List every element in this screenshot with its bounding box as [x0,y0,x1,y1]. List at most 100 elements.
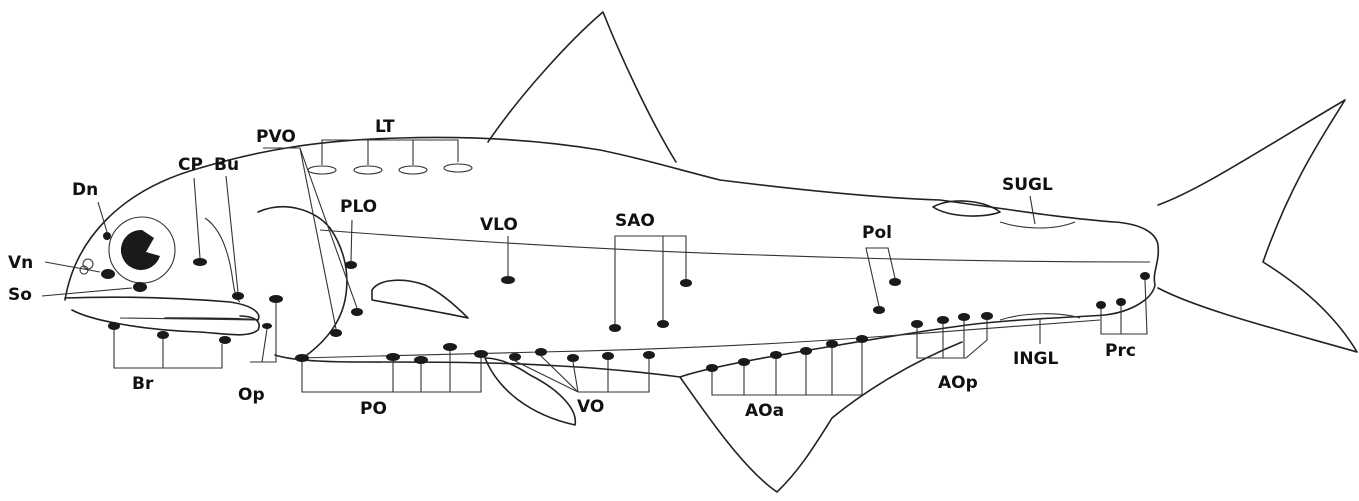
aop-photophore [911,320,923,328]
pol-photophore [889,278,901,286]
dn-photophore [103,232,111,240]
vlo-photophore [501,276,515,284]
aoa-photophore [706,364,718,372]
operculum-line [257,205,348,361]
label-pol: Pol [862,223,892,243]
so-leader [41,287,133,297]
sugl-leader [1029,195,1036,225]
label-sao: SAO [615,211,655,231]
label-so: So [8,285,32,305]
po-bracket [301,351,482,393]
aop-photophore [958,313,970,321]
pvo-photophore [330,329,342,337]
dn-leader [97,201,108,233]
prc-photophore [1096,301,1106,309]
label-vn: Vn [8,253,33,273]
caudal-fin [1157,99,1358,353]
aoa-photophore [856,335,868,343]
label-aop: AOp [938,373,978,393]
br-bracket [113,330,223,369]
sao-photophore [609,324,621,332]
sao-bracket [614,235,687,324]
pol-photophore [873,306,885,314]
aop-photophore [981,312,993,320]
label-ingl: INGL [1013,349,1059,369]
aoa-photophore [826,340,838,348]
lt-organ [307,165,337,175]
bu-photophore [232,292,244,300]
aoa-photophore [770,351,782,359]
pelvic-fin [484,357,577,426]
vn-leader [44,261,101,273]
br-photophore [157,331,169,339]
label-pvo: PVO [256,127,296,147]
op-bracket [250,303,277,363]
sao-photophore [657,320,669,328]
label-po: PO [360,399,387,419]
op-photophore [269,295,283,303]
aop-photophore [937,316,949,324]
po-photophore [474,350,488,358]
upper-jaw [64,296,260,321]
dorsal-fin [487,11,677,163]
label-vlo: VLO [480,215,518,235]
vo-photophore [509,353,521,361]
prc-bracket [1100,279,1148,335]
aoa-photophore [800,347,812,355]
vn-photophore [82,258,94,270]
aoa-photophores [706,335,868,372]
aop-photophores [911,312,993,328]
lt-organs [307,163,473,175]
br-photophore [108,322,120,330]
label-sugl: SUGL [1002,175,1053,195]
vo-photophore [567,354,579,362]
aop-bracket [916,320,988,359]
infracaudal-gland [999,313,1081,321]
label-op: Op [238,385,265,405]
lt-organ [353,165,383,175]
bu-leader [225,175,239,293]
lateral-line [319,229,1151,263]
pol-bracket [865,247,896,307]
op-photophore [262,323,272,329]
lower-jaw [71,309,260,336]
vo-photophore [602,352,614,360]
vo-leader [514,355,650,393]
vo-photophore [643,351,655,359]
label-prc: Prc [1105,341,1136,361]
supracaudal-gland [999,221,1076,229]
plo-leader [350,219,353,262]
prc-photophore [1140,272,1150,280]
lt-organ [443,163,473,173]
prc-photophores [1096,272,1150,309]
cp-leader [193,177,201,259]
po-photophore [295,354,309,362]
jaw-line [119,317,257,321]
label-vo: VO [577,397,604,417]
po-photophore [443,343,457,351]
body-outline [64,136,1160,378]
label-bu: Bu [214,155,239,175]
br-photophore [219,336,231,344]
pvo-photophore [351,308,363,316]
lt-organ [398,165,428,175]
vn-photophore [101,269,115,279]
lt-bracket [321,139,459,165]
vo-photophores [509,348,655,362]
anal-fin [679,341,963,493]
label-dn: Dn [72,180,98,200]
sao-photophore [680,279,692,287]
cp-photophore [193,258,207,266]
label-plo: PLO [340,197,377,217]
label-aoa: AOa [745,401,784,421]
pvo-leader [263,147,358,330]
vo-photophore [535,348,547,356]
pectoral-fin [371,279,469,319]
prc-photophore [1116,298,1126,306]
eye-pupil [120,229,160,270]
label-cp: CP [178,155,203,175]
po-photophore [386,353,400,361]
label-lt: LT [375,117,395,137]
so-photophore [133,282,147,292]
